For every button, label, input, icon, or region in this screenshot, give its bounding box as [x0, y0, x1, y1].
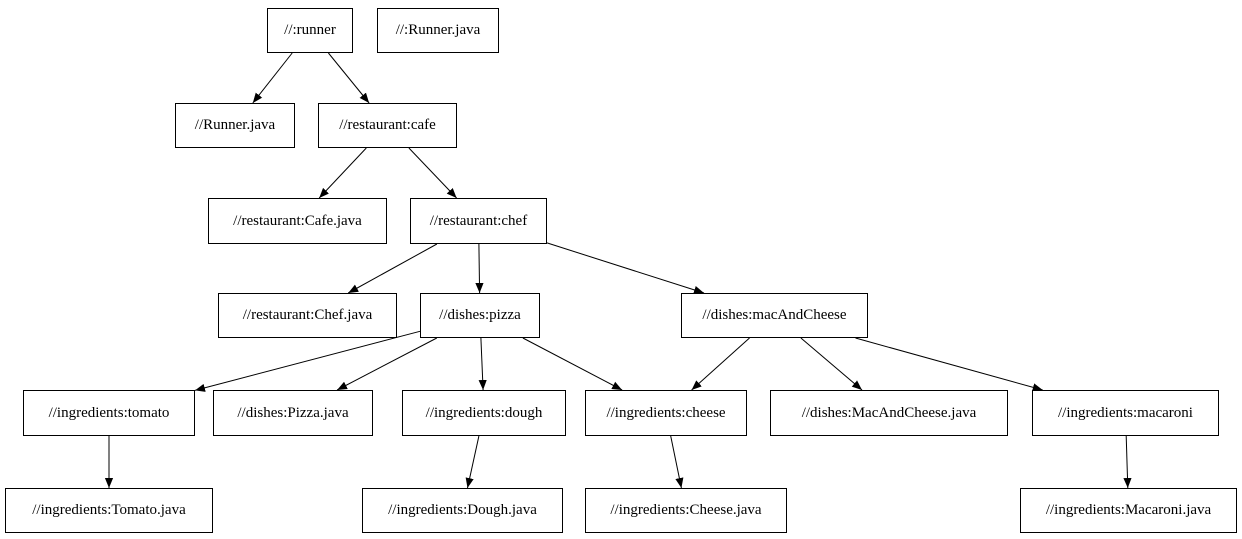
graph-node-tomato-java: //ingredients:Tomato.java	[5, 488, 213, 533]
graph-edge-pizza-pizza-java	[336, 337, 438, 391]
graph-edge-macandcheese-cheese	[691, 337, 750, 391]
graph-edge-chef-chef-java	[347, 243, 438, 294]
graph-node-runner-java: //Runner.java	[175, 103, 295, 148]
graph-node-macandcheese-java: //dishes:MacAndCheese.java	[770, 390, 1008, 436]
graph-node-dough-java: //ingredients:Dough.java	[362, 488, 563, 533]
graph-edge-macandcheese-macandcheese-java	[800, 337, 863, 391]
graph-node-tomato: //ingredients:tomato	[23, 390, 195, 436]
graph-node-macandcheese: //dishes:macAndCheese	[681, 293, 868, 338]
graph-node-cafe-java: //restaurant:Cafe.java	[208, 198, 387, 244]
graph-node-runner-java-file: //:Runner.java	[377, 8, 499, 53]
graph-node-macaroni: //ingredients:macaroni	[1032, 390, 1219, 436]
graph-edge-macandcheese-macaroni	[855, 337, 1043, 392]
graph-edge-runner-runner-java	[252, 52, 293, 104]
graph-edge-pizza-cheese	[522, 337, 623, 391]
graph-edge-runner-cafe	[328, 52, 370, 104]
graph-node-pizza: //dishes:pizza	[420, 293, 540, 338]
graph-edge-pizza-tomato	[194, 330, 421, 392]
graph-node-chef-java: //restaurant:Chef.java	[218, 293, 397, 338]
graph-node-macaroni-java: //ingredients:Macaroni.java	[1020, 488, 1237, 533]
graph-edge-chef-macandcheese	[546, 242, 705, 294]
graph-node-dough: //ingredients:dough	[402, 390, 566, 436]
graph-node-cafe: //restaurant:cafe	[318, 103, 457, 148]
graph-node-pizza-java: //dishes:Pizza.java	[213, 390, 373, 436]
graph-edge-chef-pizza	[475, 243, 484, 294]
graph-edge-macaroni-macaroni-java	[1123, 435, 1132, 489]
graph-edge-cafe-cafe-java	[318, 147, 367, 199]
graph-node-cheese: //ingredients:cheese	[585, 390, 747, 436]
graph-edge-dough-dough-java	[465, 435, 480, 489]
graph-node-cheese-java: //ingredients:Cheese.java	[585, 488, 787, 533]
graph-edge-cafe-chef	[408, 147, 457, 199]
graph-edge-pizza-dough	[478, 337, 487, 391]
graph-node-chef: //restaurant:chef	[410, 198, 547, 244]
graph-edge-cheese-cheese-java	[670, 435, 684, 489]
graph-node-runner: //:runner	[267, 8, 353, 53]
